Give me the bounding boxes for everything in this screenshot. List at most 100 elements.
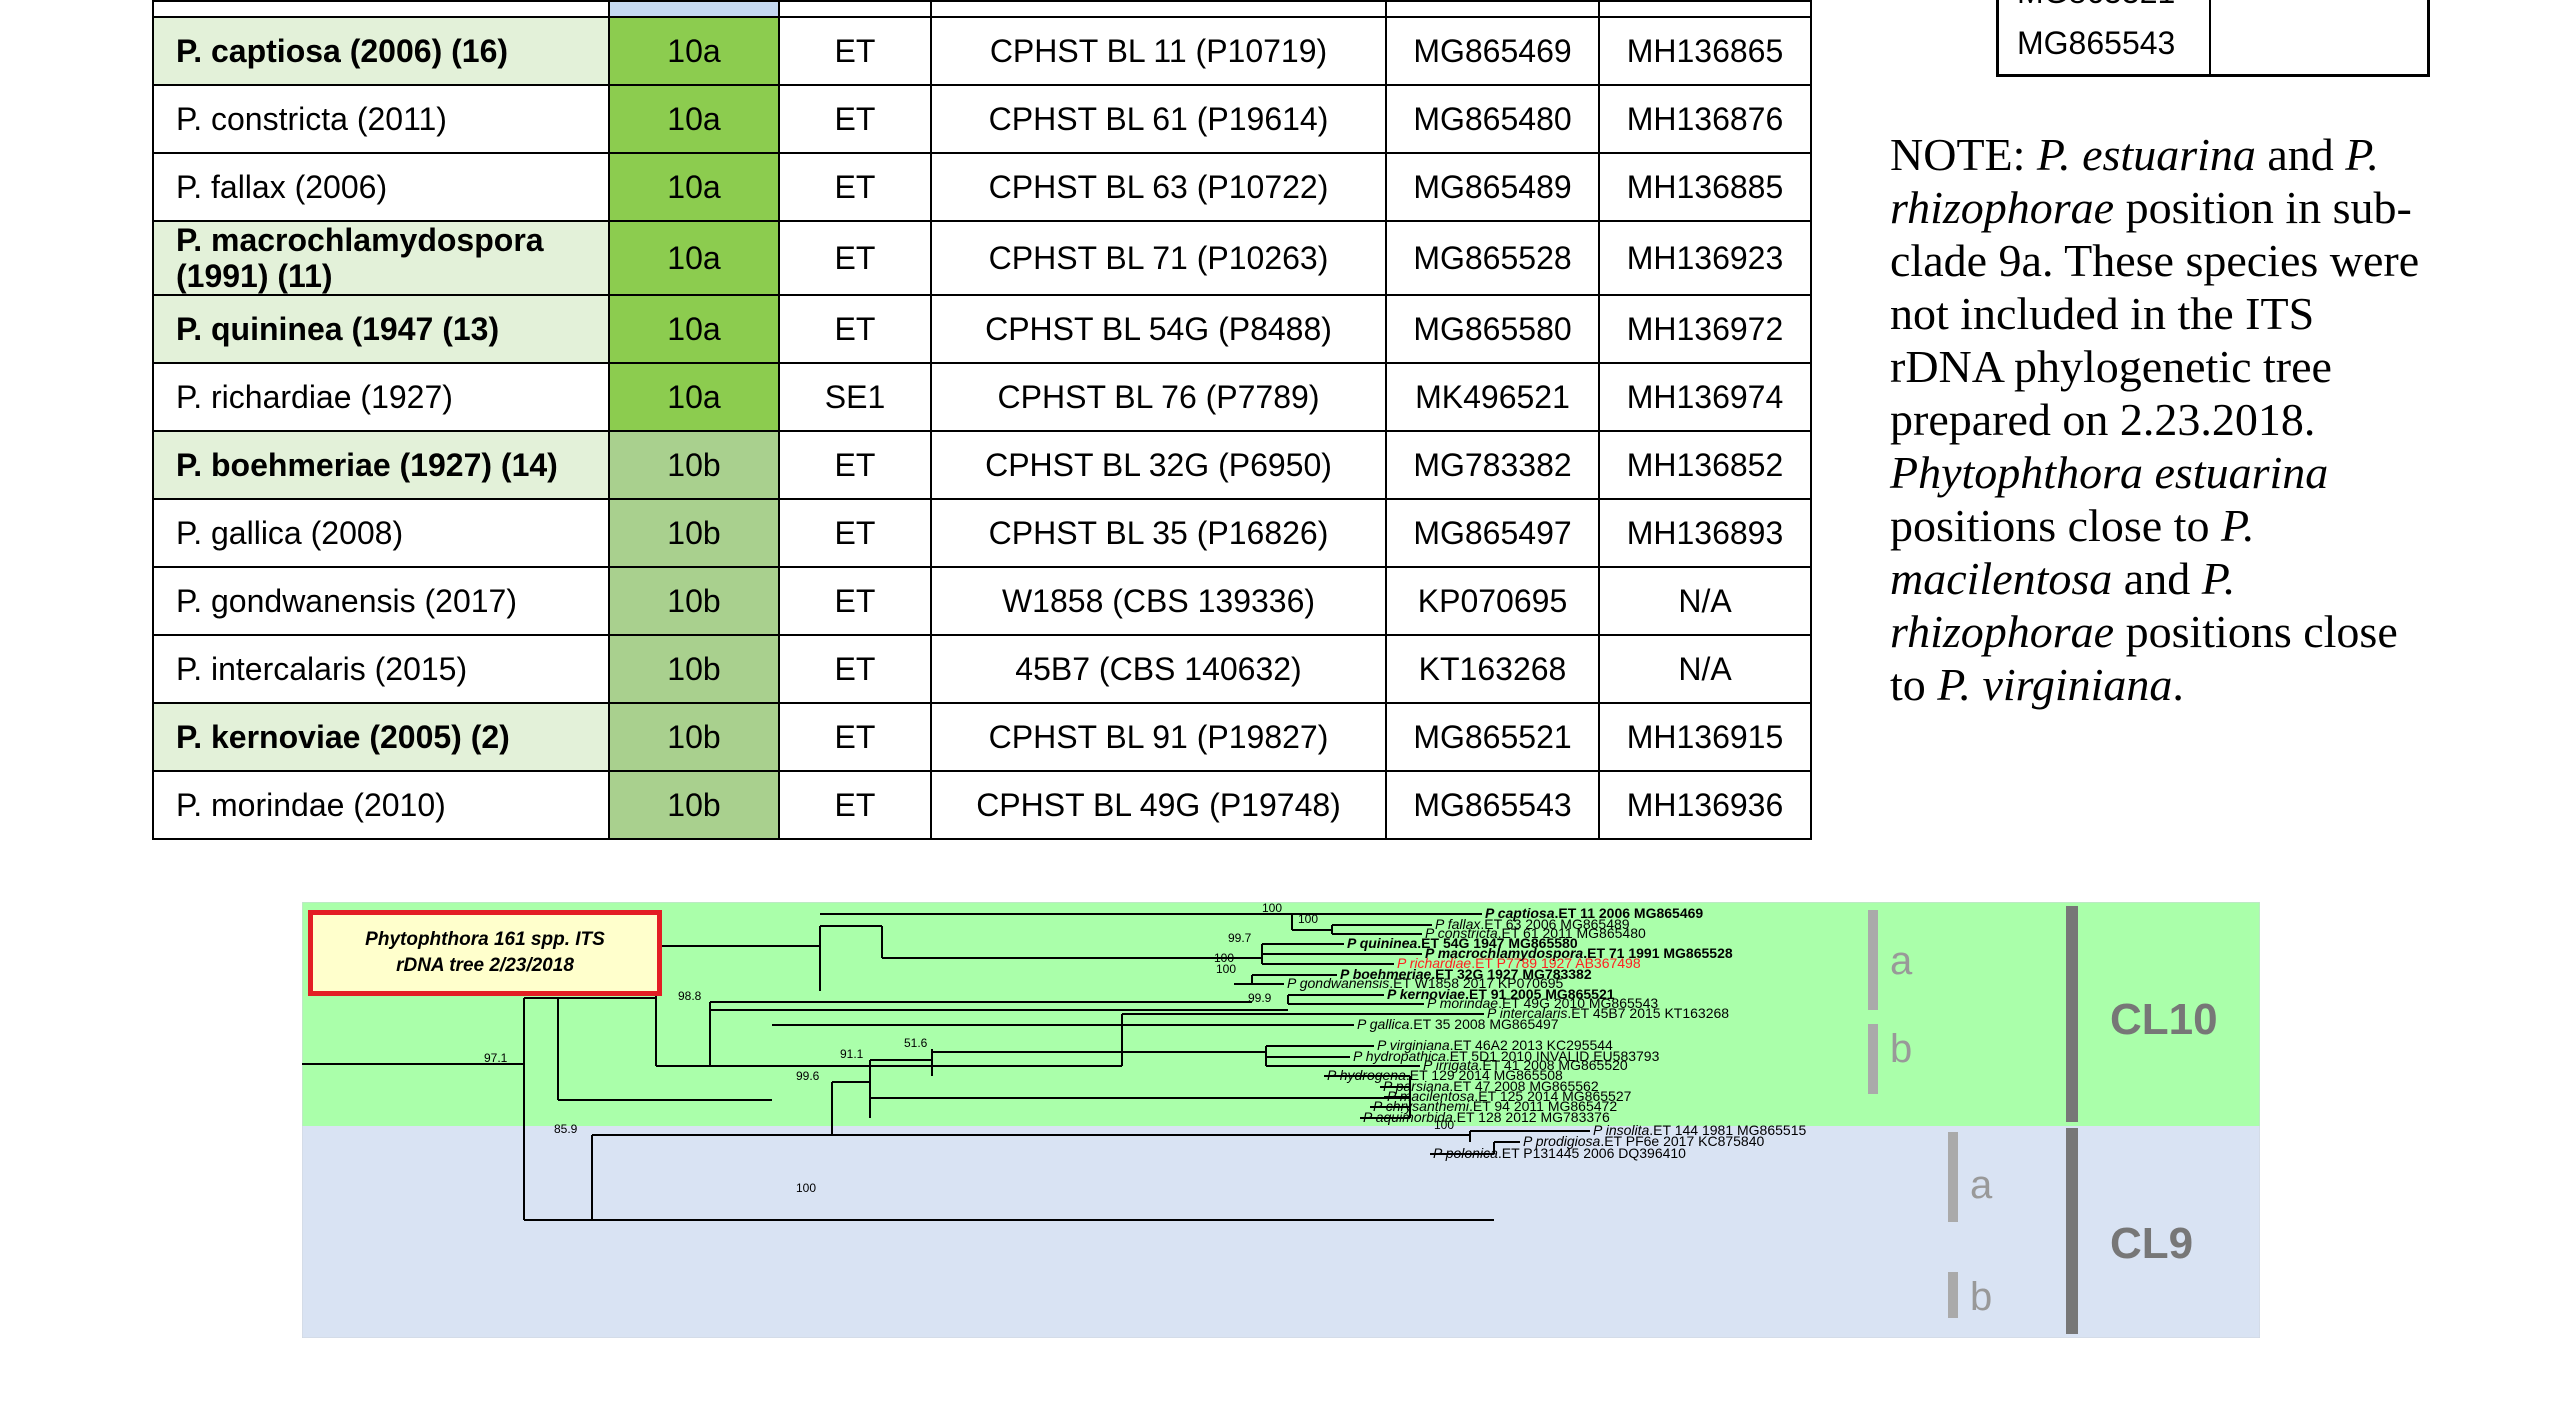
- cell-isolate: W1858 (CBS 139336): [930, 566, 1387, 636]
- cell-cox: MH136852: [1598, 430, 1812, 500]
- leaf-accession: .ET 35 2008 MG865497: [1409, 1016, 1558, 1032]
- leaf-species: P gondwanensis: [1287, 975, 1389, 991]
- cell-its: MG865489: [1385, 152, 1600, 222]
- cell-cox: MH136865: [1598, 16, 1812, 86]
- tree-title-box: Phytophthora 161 spp. ITS rDNA tree 2/23…: [308, 910, 662, 996]
- tree-leaf-label: P chrysanthemi.ET 94 2011 MG865472: [1373, 1098, 1617, 1114]
- cell-cox: MH136893: [1598, 498, 1812, 568]
- note-italic: P. rhizophorae: [1890, 129, 2379, 233]
- cell-subclade: 10b: [608, 430, 780, 500]
- cell-its: [1385, 0, 1600, 18]
- cell-its: MG865543: [1385, 770, 1600, 840]
- clade-bar-cl9: [2066, 1128, 2078, 1334]
- tree-leaf-label: P hydrogena.ET 129 2014 MG865508: [1327, 1067, 1563, 1083]
- leaf-accession: .ET 144 1981 MG865515: [1649, 1122, 1806, 1138]
- cell-species: P. richardiae (1927): [152, 362, 610, 432]
- leaf-accession: .ET 128 2012 MG783376: [1453, 1109, 1610, 1125]
- leaf-species: P parsiana: [1383, 1078, 1450, 1094]
- bootstrap-value: 100: [1298, 912, 1318, 926]
- cell-cox: MH136915: [1598, 702, 1812, 772]
- cell-cox: N/A: [1598, 566, 1812, 636]
- tree-leaf-label: P polonica.ET P131445 2006 DQ396410: [1433, 1145, 1686, 1161]
- cell-isolate: CPHST BL 35 (P16826): [930, 498, 1387, 568]
- leaf-species: P gallica: [1357, 1016, 1410, 1032]
- leaf-accession: .ET 91 2005 MG865521: [1465, 986, 1615, 1002]
- cell-cox: MH136936: [1598, 770, 1812, 840]
- table-row-partial: [152, 0, 1812, 18]
- note-part: position in sub-clade 9a. These species …: [1890, 182, 2420, 445]
- bootstrap-value: 100: [1216, 962, 1236, 976]
- cell-subclade: 10b: [608, 770, 780, 840]
- note-part: positions close to: [1890, 500, 2221, 551]
- leaf-accession: .ET 129 2014 MG865508: [1406, 1067, 1563, 1083]
- cell-subclade: 10b: [608, 498, 780, 568]
- leaf-species: P richardiae: [1397, 955, 1471, 971]
- cell-its: MG865497: [1385, 498, 1600, 568]
- bootstrap-value: 91.1: [840, 1047, 864, 1061]
- leaf-species: P constricta: [1425, 925, 1498, 941]
- tree-leaf-label: P morindae.ET 49G 2010 MG865543: [1427, 995, 1658, 1011]
- cell-isolate: 45B7 (CBS 140632): [930, 634, 1387, 704]
- cell-subclade: 10a: [608, 152, 780, 222]
- clade-label-cl10: CL10: [2110, 995, 2218, 1044]
- leaf-accession: .ET 46A2 2013 KC295544: [1450, 1037, 1613, 1053]
- bootstrap-value: 99.6: [796, 1069, 820, 1083]
- note-italic: P. macilentosa: [1890, 500, 2255, 604]
- subclade-bar-9b: [1948, 1272, 1958, 1318]
- tree-leaf-label: P hydropathica.ET 5D1 2010 INVALID EU583…: [1353, 1048, 1660, 1064]
- cell-subclade: 10b: [608, 634, 780, 704]
- leaf-accession: .ET 45B7 2015 KT163268: [1567, 1005, 1729, 1021]
- tree-leaf-label: P gallica.ET 35 2008 MG865497: [1357, 1016, 1559, 1032]
- cell-cox: MH136876: [1598, 84, 1812, 154]
- tree-leaf-label: P virginiana.ET 46A2 2013 KC295544: [1377, 1037, 1613, 1053]
- leaf-accession: .ET 63 2006 MG865489: [1480, 916, 1629, 932]
- cell-species: P. kernoviae (2005) (2): [152, 702, 610, 772]
- cell-subclade: 10b: [608, 566, 780, 636]
- bootstrap-value: 85.9: [554, 1122, 578, 1136]
- cell-species: P. gondwanensis (2017): [152, 566, 610, 636]
- note-text: NOTE: P. estuarina and P. rhizophorae po…: [1890, 128, 2430, 711]
- bootstrap-value: 51.6: [904, 1036, 928, 1050]
- leaf-accession: .ET 71 1991 MG865528: [1583, 945, 1733, 961]
- bootstrap-value: 98.8: [678, 989, 702, 1003]
- subclade-bar-10b: [1868, 1024, 1878, 1094]
- cell-subclade: 10a: [608, 16, 780, 86]
- cell-isolate: CPHST BL 91 (P19827): [930, 702, 1387, 772]
- bootstrap-value: 99.9: [1248, 991, 1272, 1005]
- cell-type: [778, 0, 932, 18]
- leaf-species: P prodigiosa: [1523, 1133, 1601, 1149]
- subclade-label-10a: a: [1890, 939, 1913, 983]
- subclade-label-9a: a: [1970, 1163, 1993, 1207]
- cell-species: P. fallax (2006): [152, 152, 610, 222]
- corner-table-fragment: MG865521 MG865543: [1996, 0, 2430, 77]
- note-italic: Phytophthora estuarina: [1890, 447, 2329, 498]
- tree-branches: [302, 913, 1590, 1221]
- cell-type: ET: [778, 294, 932, 364]
- leaf-species: P insolita: [1593, 1122, 1650, 1138]
- subclade-labels: a b a b: [1890, 939, 1993, 1319]
- cell-isolate: CPHST BL 32G (P6950): [930, 430, 1387, 500]
- cell-subclade: 10b: [608, 702, 780, 772]
- note-italic: P. estuarina: [2036, 129, 2256, 180]
- bootstrap-value: 100: [1434, 1118, 1454, 1132]
- note-part: and: [2112, 553, 2202, 604]
- cell-its: MG865580: [1385, 294, 1600, 364]
- cell-its: MG783382: [1385, 430, 1600, 500]
- tree-leaf-label: P insolita.ET 144 1981 MG865515: [1593, 1122, 1806, 1138]
- clade-bar-cl10: [2066, 906, 2078, 1122]
- tree-leaf-label: P constricta.ET 61 2011 MG865480: [1425, 925, 1646, 941]
- leaf-species: P captiosa: [1485, 905, 1555, 921]
- tree-title-line1: Phytophthora 161 spp. ITS: [365, 929, 605, 950]
- tree-leaf-label: P aquimorbida.ET 128 2012 MG783376: [1363, 1109, 1610, 1125]
- cell-subclade: 10a: [608, 362, 780, 432]
- leaf-species: P macrochlamydospora: [1425, 945, 1583, 961]
- leaf-accession: .ET 47 2008 MG865562: [1449, 1078, 1598, 1094]
- leaf-species: P hydrogena: [1327, 1067, 1406, 1083]
- leaf-accession: .ET 94 2011 MG865472: [1469, 1098, 1617, 1114]
